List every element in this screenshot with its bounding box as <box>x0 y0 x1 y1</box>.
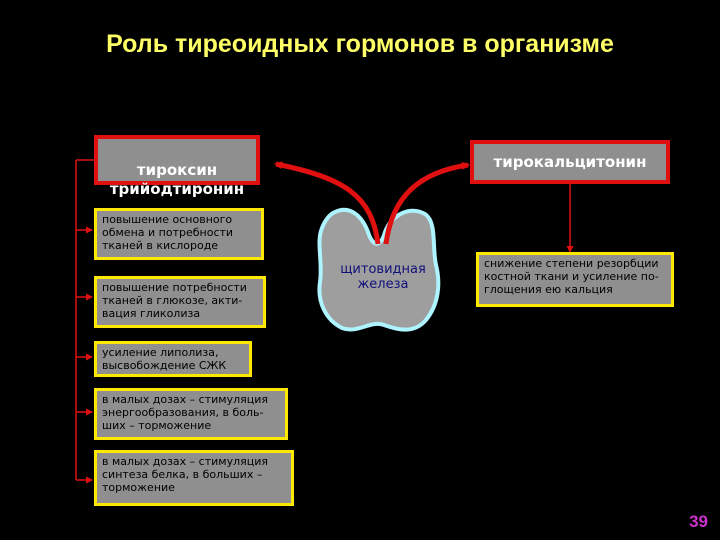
effect-text-2: повышение потребности тканей в глюкозе, … <box>102 281 247 320</box>
arrow-to-thyroxine <box>274 161 381 245</box>
hormone-thyroxine-label: тироксин трийодтиронин <box>109 161 245 198</box>
effect-box-calcitonin: снижение степени резорбции костной ткани… <box>476 252 674 307</box>
hormone-thyroxine-box: тироксин трийодтиронин <box>94 135 260 198</box>
hormone-calcitonin-box: тирокальцитонин <box>470 140 670 184</box>
slide-title: Роль тиреоидных гормонов в организме <box>106 30 614 58</box>
effect-box-4: в малых дозах – стимуляция энергообразов… <box>94 388 288 440</box>
effect-text-calcitonin: снижение степени резорбции костной ткани… <box>484 257 659 296</box>
effect-box-5: в малых дозах – стимуляция синтеза белка… <box>94 450 294 506</box>
effect-text-5: в малых дозах – стимуляция синтеза белка… <box>102 455 268 494</box>
thyroid-gland-label: щитовидная железа <box>340 262 426 292</box>
effect-box-1: повышение основного обмена и потребности… <box>94 208 264 260</box>
effect-box-3: усиление липолиза, высвобождение СЖК <box>94 341 252 377</box>
hormone-calcitonin-label: тирокальцитонин <box>493 153 647 171</box>
effect-text-4: в малых дозах – стимуляция энергообразов… <box>102 393 268 432</box>
page-number: 39 <box>689 512 708 531</box>
effect-text-1: повышение основного обмена и потребности… <box>102 213 234 252</box>
arrow-to-calcitonin <box>383 161 470 245</box>
effect-text-3: усиление липолиза, высвобождение СЖК <box>102 346 227 372</box>
effect-box-2: повышение потребности тканей в глюкозе, … <box>94 276 266 328</box>
